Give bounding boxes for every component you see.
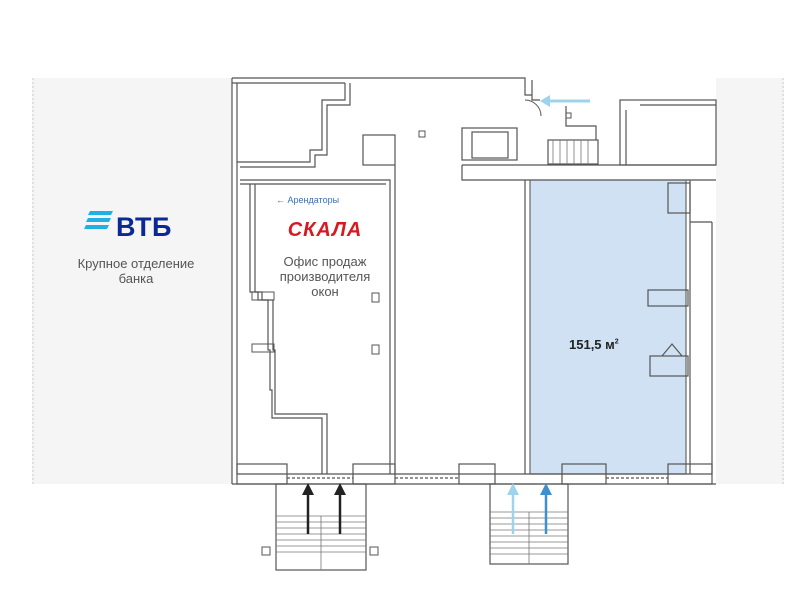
top-wall bbox=[232, 77, 532, 96]
upper-right-band bbox=[461, 165, 716, 181]
shaft-box-inner bbox=[471, 131, 509, 159]
restroom-block-right bbox=[667, 182, 691, 214]
fixture-kitchen-roof bbox=[661, 343, 683, 357]
facade-pier-2 bbox=[352, 463, 396, 485]
skala-logo: СКАЛА bbox=[287, 219, 363, 241]
arrow-up-icon bbox=[334, 483, 346, 534]
tenants-note-text: Арендаторы bbox=[287, 195, 340, 205]
fixture-kitchen bbox=[649, 355, 689, 377]
bank-description: Крупное отделение банка bbox=[50, 256, 222, 287]
highlighted-unit[interactable] bbox=[530, 180, 686, 474]
upper-right-room bbox=[619, 99, 717, 166]
unit-area-value: 151,5 м bbox=[569, 337, 615, 352]
tenant-office-description-line3: окон bbox=[311, 283, 339, 299]
entrance-corridor-wall bbox=[531, 80, 540, 101]
arrow-up-icon bbox=[507, 483, 519, 534]
bollard-left bbox=[261, 546, 271, 556]
bollard-right bbox=[369, 546, 379, 556]
facade-pier-3 bbox=[458, 463, 496, 485]
restroom-block-center bbox=[362, 134, 396, 166]
right-neighbor-area bbox=[716, 78, 784, 484]
bank-description-line1: Крупное отделение bbox=[77, 256, 195, 271]
upper-notch-wall bbox=[237, 83, 346, 163]
stairs-landing-wall bbox=[565, 106, 597, 140]
unit-area-sup: 2 bbox=[614, 338, 619, 346]
stairs-upper-right bbox=[547, 139, 599, 165]
left-neighbor-area bbox=[32, 78, 232, 484]
arrow-left-icon bbox=[540, 95, 590, 107]
upper-notch-wall-inner bbox=[240, 83, 351, 168]
facade-pier-1 bbox=[236, 463, 288, 485]
tenant-office-description-line1: Офис продаж bbox=[283, 254, 367, 269]
unit-area-label: 151,5 м2 bbox=[569, 337, 619, 352]
tenant-office-description-line2: производителя bbox=[279, 268, 371, 284]
tenants-note: ← Арендаторы bbox=[276, 195, 339, 205]
bank-description-line2: банка bbox=[118, 270, 154, 286]
tenant-office-description: Офис продаж производителя окон bbox=[245, 254, 405, 300]
fixture-counter bbox=[647, 289, 689, 307]
vtb-logo-text: ВТБ bbox=[116, 212, 172, 242]
entrance-door-swing bbox=[524, 99, 542, 117]
tenant-office-wall bbox=[240, 179, 391, 474]
arrow-up-icon bbox=[540, 483, 552, 534]
vtb-logo: ВТБ bbox=[86, 210, 186, 246]
vtb-logo-mark bbox=[84, 211, 113, 229]
arrow-left-icon: ← bbox=[276, 195, 285, 205]
arrow-up-icon bbox=[302, 483, 314, 534]
shaft-box bbox=[461, 127, 518, 161]
facade-pier-5 bbox=[667, 463, 713, 485]
facade-pier-4 bbox=[561, 463, 607, 485]
